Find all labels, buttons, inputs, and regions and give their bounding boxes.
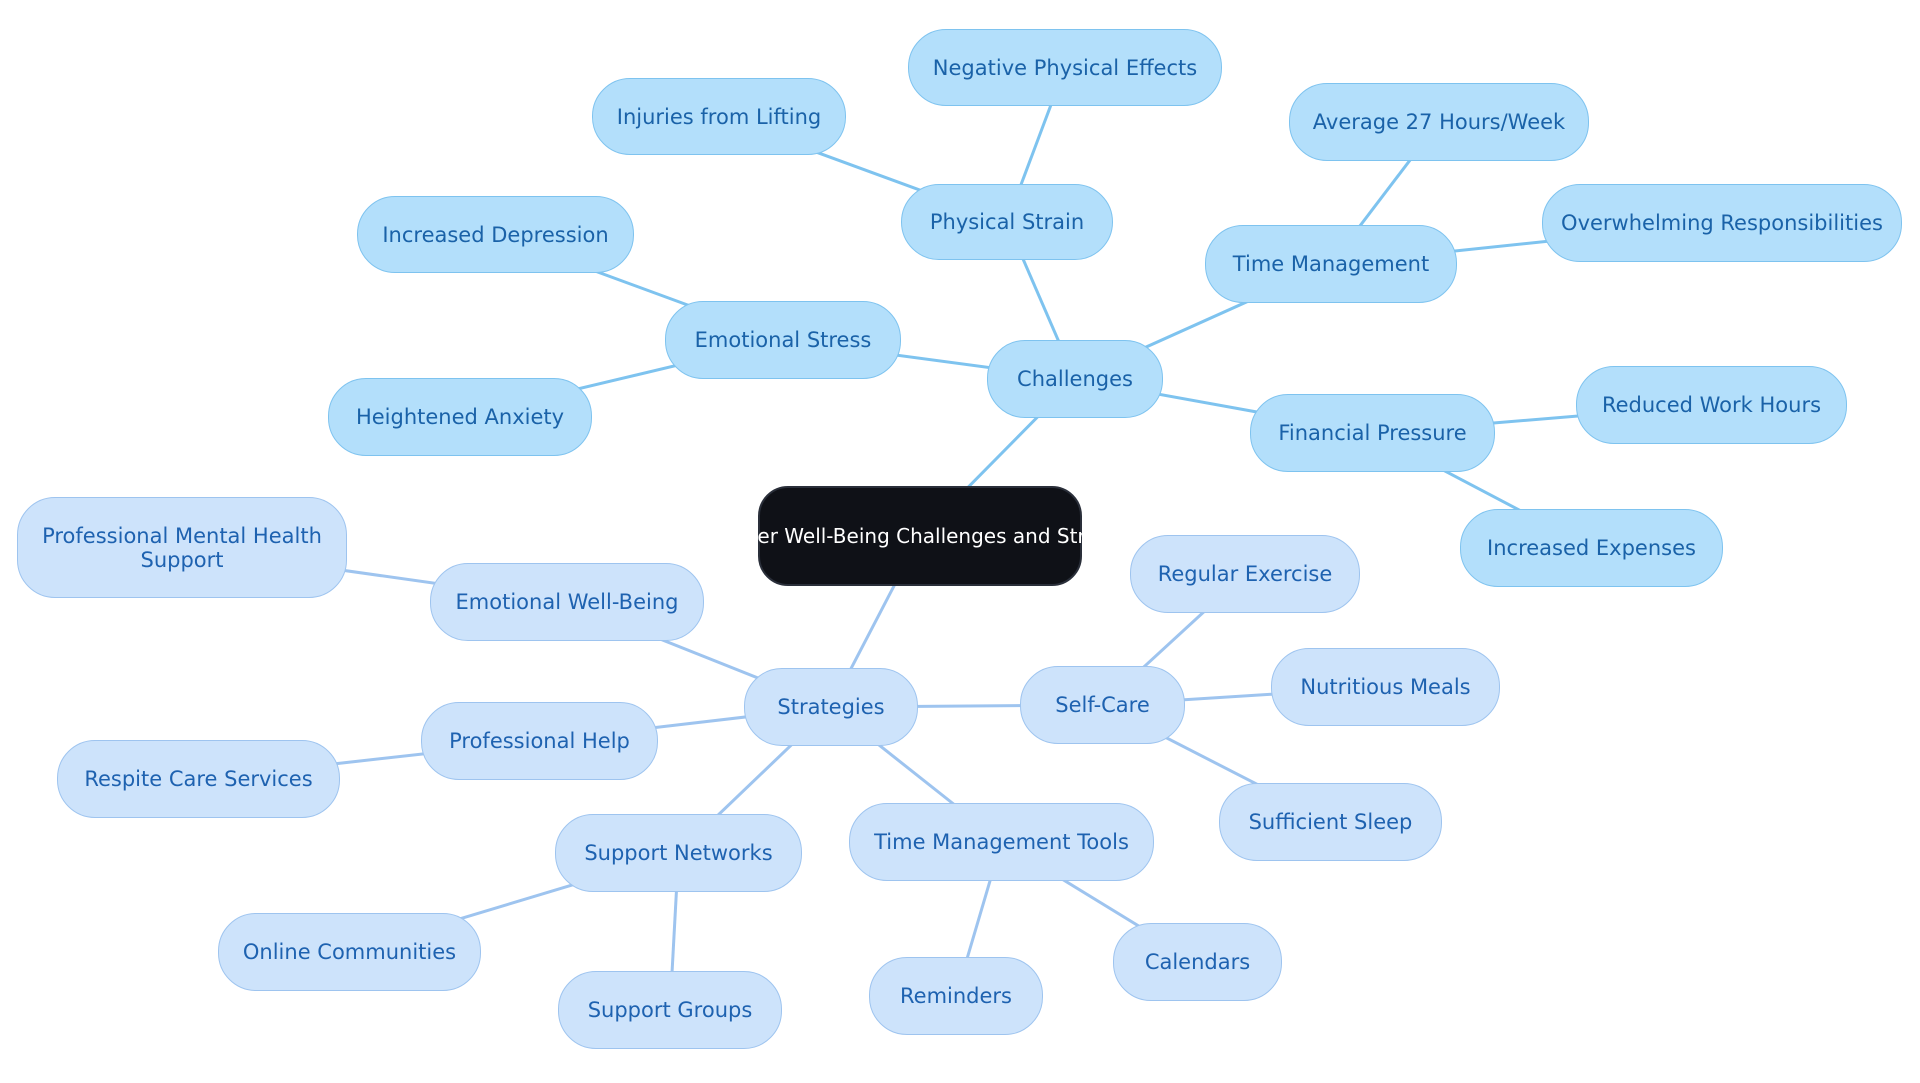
node-professional-help[interactable]: Professional Help: [421, 702, 658, 780]
node-reminders[interactable]: Reminders: [869, 957, 1043, 1035]
node-nutritious-meals[interactable]: Nutritious Meals: [1271, 648, 1500, 726]
node-regular-exercise[interactable]: Regular Exercise: [1130, 535, 1360, 613]
node-increased-expenses[interactable]: Increased Expenses: [1460, 509, 1723, 587]
node-calendars[interactable]: Calendars: [1113, 923, 1282, 1001]
root-node-caregiver-well-being[interactable]: Caregiver Well-Being Challenges and Stra…: [681, 486, 1159, 586]
node-injuries-from-lifting[interactable]: Injuries from Lifting: [592, 78, 846, 155]
node-online-communities[interactable]: Online Communities: [218, 913, 481, 991]
node-time-management[interactable]: Time Management: [1205, 225, 1457, 303]
node-increased-depression[interactable]: Increased Depression: [357, 196, 634, 273]
node-financial-pressure[interactable]: Financial Pressure: [1250, 394, 1495, 472]
node-overwhelming-responsibilities[interactable]: Overwhelming Responsibilities: [1542, 184, 1902, 262]
node-physical-strain[interactable]: Physical Strain: [901, 184, 1113, 260]
node-challenges[interactable]: Challenges: [987, 340, 1163, 418]
node-reduced-work-hours[interactable]: Reduced Work Hours: [1576, 366, 1847, 444]
node-emotional-stress[interactable]: Emotional Stress: [665, 301, 901, 379]
node-emotional-well-being[interactable]: Emotional Well-Being: [430, 563, 704, 641]
node-average-27-hours-week[interactable]: Average 27 Hours/Week: [1289, 83, 1589, 161]
node-self-care[interactable]: Self-Care: [1020, 666, 1185, 744]
node-negative-physical-effects[interactable]: Negative Physical Effects: [908, 29, 1222, 106]
node-support-networks[interactable]: Support Networks: [555, 814, 802, 892]
node-heightened-anxiety[interactable]: Heightened Anxiety: [328, 378, 592, 456]
node-sufficient-sleep[interactable]: Sufficient Sleep: [1219, 783, 1442, 861]
node-respite-care-services[interactable]: Respite Care Services: [57, 740, 340, 818]
node-support-groups[interactable]: Support Groups: [558, 971, 782, 1049]
node-professional-mental-health-support[interactable]: Professional Mental Health Support: [17, 497, 347, 598]
node-time-management-tools[interactable]: Time Management Tools: [849, 803, 1154, 881]
node-strategies[interactable]: Strategies: [744, 668, 918, 746]
